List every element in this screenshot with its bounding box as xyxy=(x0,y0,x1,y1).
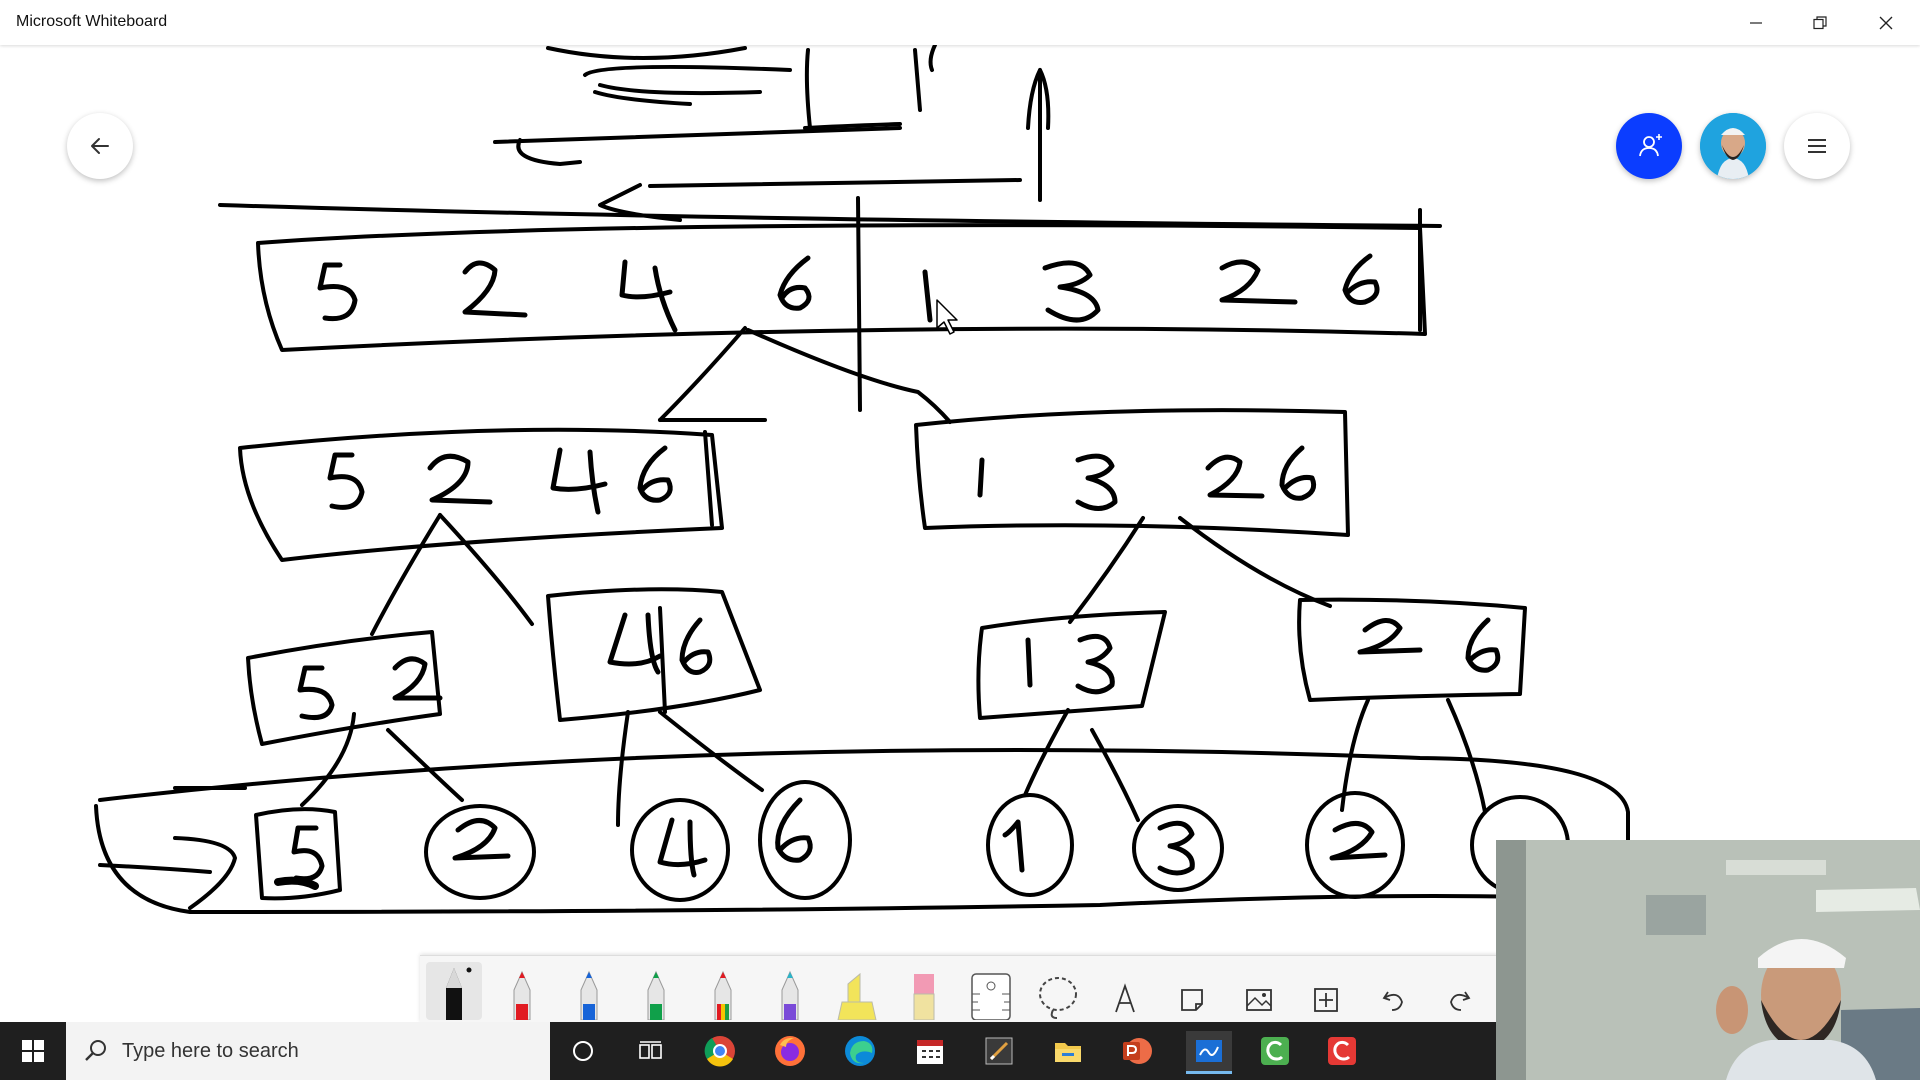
undo-icon xyxy=(1382,991,1403,1011)
file-explorer-icon xyxy=(1055,1043,1081,1062)
invite-button[interactable] xyxy=(1616,113,1682,179)
arrow-left-icon xyxy=(91,138,109,154)
calendar-app[interactable] xyxy=(910,1031,950,1071)
search-placeholder: Type here to search xyxy=(122,1039,299,1062)
window-title: Microsoft Whiteboard xyxy=(16,13,168,30)
chrome-icon xyxy=(704,1036,735,1067)
calendar-icon xyxy=(917,1040,943,1064)
pen-green-icon xyxy=(647,970,665,1020)
tool-add[interactable] xyxy=(1298,962,1354,1020)
taskbar-search[interactable]: Type here to search xyxy=(66,1022,550,1080)
image-icon xyxy=(1246,989,1272,1011)
sticky-note-icon xyxy=(1181,989,1203,1011)
add-icon xyxy=(1314,988,1338,1012)
tool-image[interactable] xyxy=(1231,962,1287,1020)
camtasia-green-app[interactable] xyxy=(1255,1031,1295,1071)
hamburger-menu-icon xyxy=(1808,139,1826,153)
redo-icon xyxy=(1450,991,1471,1011)
tool-ruler[interactable] xyxy=(963,962,1019,1020)
tool-pen-rainbow[interactable] xyxy=(695,962,751,1020)
tool-ballpoint-pen[interactable] xyxy=(426,962,482,1020)
firefox-app[interactable] xyxy=(770,1031,810,1071)
pen-black-icon xyxy=(446,967,472,1020)
webcam-overlay xyxy=(1496,840,1920,1080)
highlighter-icon xyxy=(837,972,877,1020)
powerpoint-icon xyxy=(1123,1038,1152,1064)
task-view-button[interactable] xyxy=(631,1031,671,1071)
tool-lasso-select[interactable] xyxy=(1030,962,1086,1020)
edge-app[interactable] xyxy=(840,1031,880,1071)
ruler-icon xyxy=(971,973,1011,1020)
whiteboard-app[interactable] xyxy=(1186,1031,1232,1074)
tool-highlighter[interactable] xyxy=(829,962,885,1020)
user-avatar[interactable] xyxy=(1700,113,1766,179)
close-button[interactable] xyxy=(1854,0,1918,45)
tool-text[interactable] xyxy=(1097,962,1153,1020)
camtasia-green-icon xyxy=(1261,1037,1289,1065)
eraser-icon xyxy=(913,974,935,1020)
close-icon xyxy=(1879,16,1893,29)
restore-icon xyxy=(1813,15,1827,29)
camtasia-red-icon xyxy=(1328,1037,1356,1065)
powerpoint-app[interactable] xyxy=(1117,1031,1157,1071)
firefox-icon xyxy=(775,1036,805,1066)
edge-icon xyxy=(845,1036,875,1066)
cortana-button[interactable] xyxy=(563,1031,603,1071)
sketch-app-icon xyxy=(985,1037,1013,1065)
search-icon xyxy=(85,1040,106,1061)
tool-eraser[interactable] xyxy=(896,962,952,1020)
ink-toolbar xyxy=(420,955,1500,1023)
add-person-icon xyxy=(1639,134,1662,157)
tool-pen-galaxy[interactable] xyxy=(762,962,818,1020)
tool-pen-red[interactable] xyxy=(494,962,550,1020)
tool-undo[interactable] xyxy=(1365,962,1421,1020)
tool-pen-blue[interactable] xyxy=(561,962,617,1020)
tool-sticky-note[interactable] xyxy=(1164,962,1220,1020)
tool-pen-green[interactable] xyxy=(628,962,684,1020)
tool-redo[interactable] xyxy=(1432,962,1488,1020)
pen-galaxy-icon xyxy=(781,970,799,1020)
avatar-image xyxy=(1700,113,1766,179)
webcam-video xyxy=(1496,840,1920,1080)
pen-rainbow-icon xyxy=(714,970,732,1020)
menu-button[interactable] xyxy=(1784,113,1850,179)
minimize-button[interactable] xyxy=(1724,0,1788,45)
pen-red-icon xyxy=(513,970,531,1020)
pen-blue-icon xyxy=(580,970,598,1020)
minimize-icon xyxy=(1750,21,1762,24)
file-explorer-app[interactable] xyxy=(1048,1031,1088,1071)
whiteboard-icon xyxy=(1196,1040,1222,1062)
start-button[interactable] xyxy=(0,1022,66,1080)
restore-button[interactable] xyxy=(1788,0,1852,45)
camtasia-red-app[interactable] xyxy=(1322,1031,1362,1071)
title-bar: Microsoft Whiteboard xyxy=(0,0,1920,45)
windows-logo-icon xyxy=(22,1040,44,1062)
text-icon xyxy=(1115,983,1135,1013)
cortana-icon xyxy=(573,1041,593,1061)
lasso-icon xyxy=(1039,977,1077,1019)
chrome-app[interactable] xyxy=(700,1031,740,1071)
back-button[interactable] xyxy=(67,113,133,179)
sketch-app[interactable] xyxy=(979,1031,1019,1071)
task-view-icon xyxy=(639,1041,662,1059)
